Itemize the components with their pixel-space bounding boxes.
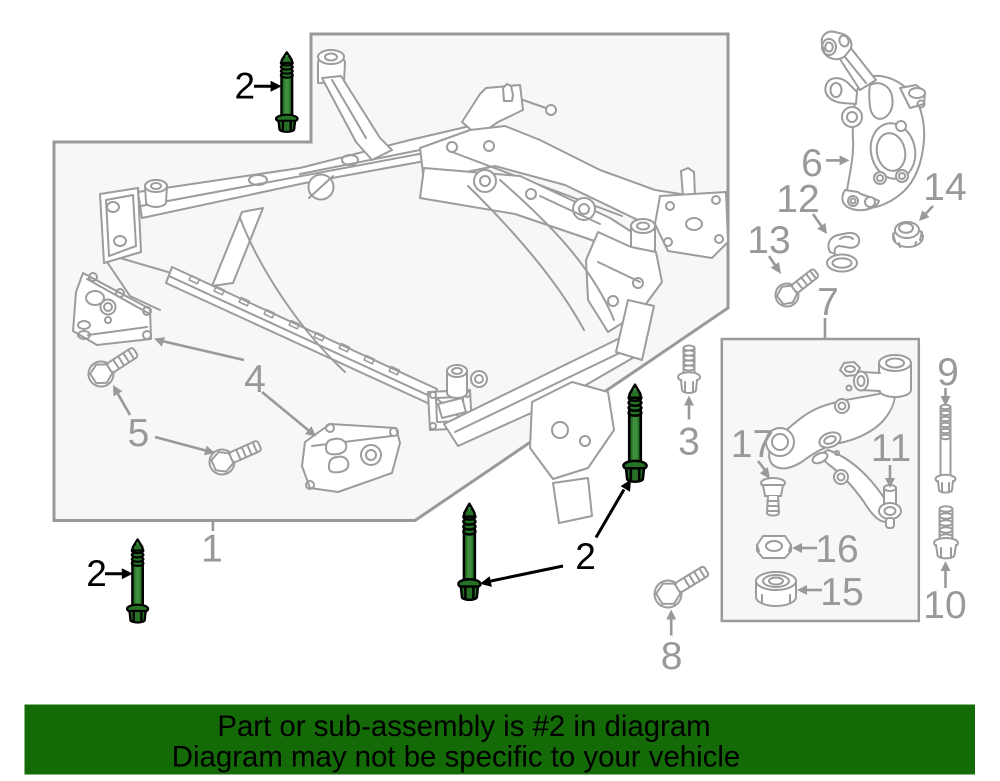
- svg-text:4: 4: [244, 358, 266, 401]
- svg-text:9: 9: [937, 351, 959, 394]
- svg-text:8: 8: [661, 635, 683, 678]
- svg-text:13: 13: [747, 219, 790, 262]
- svg-text:2: 2: [86, 553, 107, 594]
- svg-text:Part or sub-assembly is #2 in: Part or sub-assembly is #2 in diagram: [217, 710, 710, 743]
- svg-text:10: 10: [923, 584, 966, 627]
- svg-text:5: 5: [128, 412, 150, 455]
- svg-text:6: 6: [801, 142, 823, 185]
- svg-text:17: 17: [731, 423, 774, 466]
- svg-text:2: 2: [575, 536, 596, 577]
- svg-text:11: 11: [871, 427, 912, 470]
- svg-text:1: 1: [201, 528, 223, 571]
- svg-text:15: 15: [820, 571, 863, 614]
- svg-text:2: 2: [235, 65, 256, 106]
- svg-text:16: 16: [815, 528, 858, 571]
- svg-text:Diagram may not be specific to: Diagram may not be specific to your vehi…: [172, 741, 740, 774]
- svg-text:7: 7: [817, 281, 839, 324]
- svg-text:3: 3: [678, 421, 700, 464]
- svg-text:12: 12: [776, 178, 819, 221]
- svg-text:14: 14: [923, 166, 966, 209]
